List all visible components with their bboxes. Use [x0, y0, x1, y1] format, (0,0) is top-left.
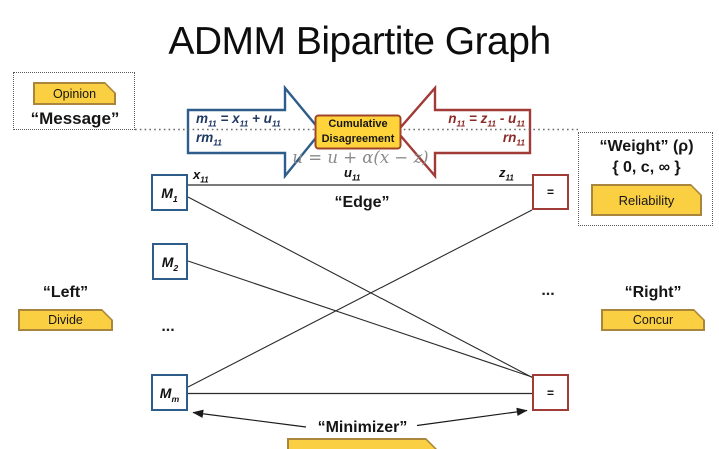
concur-button-label: Concur	[632, 313, 674, 327]
minimizer-arrow-left	[192, 409, 307, 428]
edge-label-z11: z11	[499, 165, 514, 183]
blue-arrow-equation: m11 = x11 + u11	[196, 111, 281, 129]
divide-button-fill	[20, 311, 112, 330]
blue-arrow-residual: rm11	[196, 130, 222, 148]
weight-values: { 0, c, ∞ }	[612, 159, 681, 176]
edge-mm-eq1	[187, 209, 533, 388]
edge-caption: “Edge”	[334, 194, 390, 211]
cumulative-line2: Disagreement	[321, 132, 395, 145]
node-eq-bottom-label: =	[546, 385, 554, 400]
divide-button-label: Divide	[48, 313, 83, 327]
left-column-ellipsis: ...	[161, 318, 175, 335]
edge-m2-eq2	[187, 260, 533, 378]
bottom-clipped-button-fill	[289, 440, 436, 449]
weight-panel: “Weight” (ρ) { 0, c, ∞ } Reliability	[578, 132, 713, 226]
node-m1: M1	[151, 174, 188, 211]
cumulative-line1: Cumulative	[328, 118, 388, 130]
right-caption: “Right”	[624, 284, 682, 301]
minimizer-arrow-right	[416, 407, 528, 427]
bottom-clipped-button	[287, 438, 437, 449]
minimizer-caption: “Minimizer”	[317, 419, 408, 436]
reliability-button-fill	[593, 186, 701, 215]
node-mm: Mm	[151, 374, 188, 411]
slide-title: ADMM Bipartite Graph	[168, 20, 551, 63]
right-column-ellipsis: ...	[541, 282, 555, 299]
dual-update-formula: u = u + α(x − z)	[292, 148, 429, 167]
node-eq-top: =	[532, 174, 569, 210]
node-m2-label: M2	[161, 253, 179, 273]
node-m2: M2	[152, 243, 188, 280]
edge-label-x11: x11	[193, 167, 209, 185]
edge-label-u11: u11	[344, 165, 361, 183]
message-panel: Opinion “Message”	[13, 72, 135, 130]
opinion-button: Opinion	[33, 82, 116, 105]
opinion-button-label: Opinion	[52, 86, 97, 101]
concur-button: Concur	[601, 309, 705, 331]
red-update-arrow	[395, 84, 532, 180]
message-caption: “Message”	[30, 109, 120, 128]
node-eq-bottom: =	[532, 374, 569, 411]
divide-button: Divide	[18, 309, 113, 331]
blue-update-arrow	[186, 84, 323, 180]
edge-m1-eq2	[187, 196, 540, 382]
reliability-button-label: Reliability	[618, 192, 675, 208]
left-caption: “Left”	[42, 284, 89, 301]
red-arrow-residual: rn11	[502, 130, 525, 148]
node-mm-label: Mm	[159, 384, 180, 404]
reliability-button: Reliability	[591, 184, 702, 216]
weight-caption: “Weight” (ρ)	[599, 138, 694, 155]
cumulative-disagreement-label: Cumulative Disagreement	[315, 117, 401, 147]
red-arrow-equation: n11 = z11 - u11	[448, 111, 525, 129]
cumulative-disagreement-box	[314, 114, 402, 150]
concur-button-fill	[603, 311, 704, 330]
opinion-button-fill	[35, 84, 115, 104]
node-m1-label: M1	[161, 184, 178, 204]
node-eq-top-label: =	[546, 185, 554, 199]
